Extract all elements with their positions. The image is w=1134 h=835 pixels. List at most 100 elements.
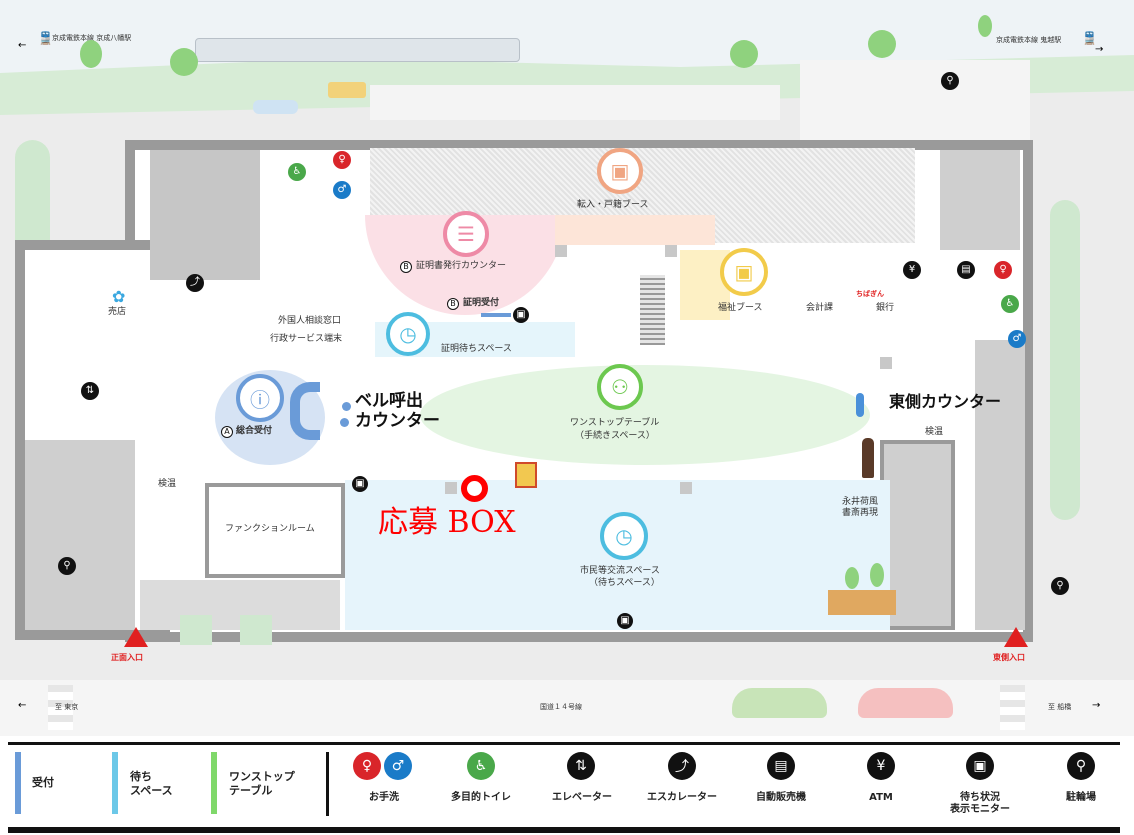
- map: 京成電鉄本線 京成八幡駅 🚆 ← 京成電鉄本線 鬼越駅 🚆 → ▣ 転入・戸籍ブ…: [0, 0, 1134, 736]
- bicycle-parking-icon: ⚲: [1051, 577, 1069, 595]
- legend-monitor: 待ち状況 表示モニター: [950, 792, 1010, 815]
- legend-vending-machine: 自動販売機: [756, 792, 806, 803]
- onestop-label-1: ワンストップテーブル: [570, 418, 660, 428]
- bell-counter-shape: [290, 382, 320, 440]
- legend-bicycle-parking: 駐輪場: [1066, 792, 1096, 803]
- function-room-label: ファンクションルーム: [225, 524, 315, 534]
- legend-zone-reception-swatch: [15, 752, 21, 814]
- restroom-female-icon: ♀: [353, 752, 381, 780]
- road-left-label: 至 東京: [55, 703, 79, 711]
- legend: 受付 待ち スペース ワンストップ テーブル ♀ ♂ お手洗 ♿ 多目的トイレ …: [0, 738, 1134, 835]
- main-entrance-label: 正面入口: [111, 653, 143, 662]
- sogo-uketsuke-label: 総合受付: [236, 426, 273, 436]
- restroom-male-icon: ♂: [333, 181, 351, 199]
- badge-b: B: [400, 261, 412, 273]
- bicycle-parking-icon: ⚲: [1067, 752, 1095, 780]
- shomeisho-counter-label: 証明書発行カウンター: [416, 261, 507, 271]
- kaikei-label: 会計課: [806, 303, 834, 313]
- shimin-space-icon: ◷: [600, 512, 648, 560]
- restroom-male-icon: ♂: [1008, 330, 1026, 348]
- shop-icon: ✿: [112, 287, 126, 306]
- nagai-statue: [862, 438, 874, 478]
- kenon-label-west: 検温: [158, 479, 177, 489]
- atm-icon: ¥: [867, 752, 895, 780]
- bus: [328, 82, 366, 98]
- atm-icon: ¥: [903, 261, 921, 279]
- restroom-male-icon: ♂: [384, 752, 412, 780]
- crosswalk: [1000, 685, 1025, 730]
- onestop-table-icon: ⚇: [597, 364, 643, 410]
- pillar: [880, 357, 892, 369]
- pillar: [665, 245, 677, 257]
- sogo-uketsuke-icon: ⓘ: [236, 374, 284, 422]
- bell-dot: [342, 402, 351, 411]
- legend-zone-reception: 受付: [32, 776, 54, 789]
- monitor-icon: ▣: [966, 752, 994, 780]
- onestop-label-2: （手続きスペース）: [575, 431, 655, 441]
- train-icon: 🚆: [38, 31, 53, 45]
- nagai-label-2: 書斎再現: [842, 508, 879, 518]
- arrow-left-icon: ←: [18, 700, 27, 711]
- road-name-label: 国道１４号線: [540, 703, 582, 711]
- arrow-right-icon: →: [1095, 44, 1104, 55]
- monitor-icon: ▣: [617, 613, 633, 629]
- legend-restroom: お手洗: [369, 792, 399, 803]
- right-core: [940, 150, 1020, 250]
- onestop-zone: [420, 365, 870, 465]
- legend-zone-waiting: 待ち スペース: [130, 770, 173, 797]
- tenyu-booth-icon: ▣: [597, 148, 643, 194]
- east-counter-label: 東側カウンター: [889, 392, 1002, 411]
- restroom-female-icon: ♀: [333, 151, 351, 169]
- stairs-left: [150, 150, 260, 280]
- bell-counter-label-2: カウンター: [355, 411, 440, 431]
- train-icon: 🚆: [1082, 31, 1097, 45]
- station-label-left: 京成電鉄本線 京成八幡駅: [52, 34, 132, 42]
- legend-zone-waiting-swatch: [112, 752, 118, 814]
- application-box-marker[interactable]: [461, 475, 488, 502]
- train: [195, 38, 520, 62]
- tree: [870, 563, 884, 587]
- legend-accessible-toilet: 多目的トイレ: [451, 792, 511, 803]
- road-right-label: 至 船橋: [1048, 703, 1072, 711]
- east-entrance-arrow-icon: [1004, 627, 1028, 647]
- elevator-icon: ⇅: [81, 382, 99, 400]
- tree: [978, 15, 992, 37]
- application-box-label: 応募 BOX: [378, 505, 516, 540]
- tree: [730, 40, 758, 68]
- tree: [170, 48, 198, 76]
- shomeisho-counter-icon: ☰: [443, 211, 489, 257]
- legend-escalator: エスカレーター: [647, 792, 717, 803]
- tree: [868, 30, 896, 58]
- gyosei-label: 行政サービス端末: [270, 334, 343, 344]
- bank-logo: ちばぎん: [856, 290, 884, 298]
- shomei-machi-icon: ◷: [386, 312, 430, 356]
- accessible-toilet-icon: ♿: [288, 163, 306, 181]
- pillar: [680, 482, 692, 494]
- restroom-female-icon: ♀: [994, 261, 1012, 279]
- east-counter-shape: [856, 393, 864, 417]
- station-label-right: 京成電鉄本線 鬼越駅: [996, 36, 1062, 44]
- tree: [80, 40, 102, 68]
- tree: [845, 567, 859, 589]
- uketsuke-counter: [481, 313, 511, 317]
- arrow-right-icon: →: [1092, 700, 1101, 711]
- kenon-label-east: 検温: [925, 427, 944, 437]
- planter: [240, 615, 272, 645]
- legend-top-rule: [8, 742, 1120, 745]
- badge-a: A: [221, 426, 233, 438]
- shomei-machi-label: 証明待ちスペース: [441, 344, 512, 354]
- east-entrance-label: 東側入口: [993, 653, 1025, 662]
- legend-divider: [326, 752, 329, 816]
- badge-b: B: [447, 298, 459, 310]
- tenyu-booth-label: 転入・戸籍ブース: [577, 200, 649, 210]
- fukushi-booth-icon: ▣: [720, 248, 768, 296]
- parking-lot-2: [370, 85, 780, 120]
- pillar: [445, 482, 457, 494]
- fukushi-booth-label: 福祉ブース: [718, 303, 763, 313]
- green-strip-right: [1050, 200, 1080, 520]
- shimin-label-2: （待ちスペース）: [589, 578, 660, 588]
- legend-zone-onestop-swatch: [211, 752, 217, 814]
- parking-lot: [800, 60, 1030, 140]
- crosswalk: [48, 685, 73, 730]
- vending-machine-icon: ▤: [767, 752, 795, 780]
